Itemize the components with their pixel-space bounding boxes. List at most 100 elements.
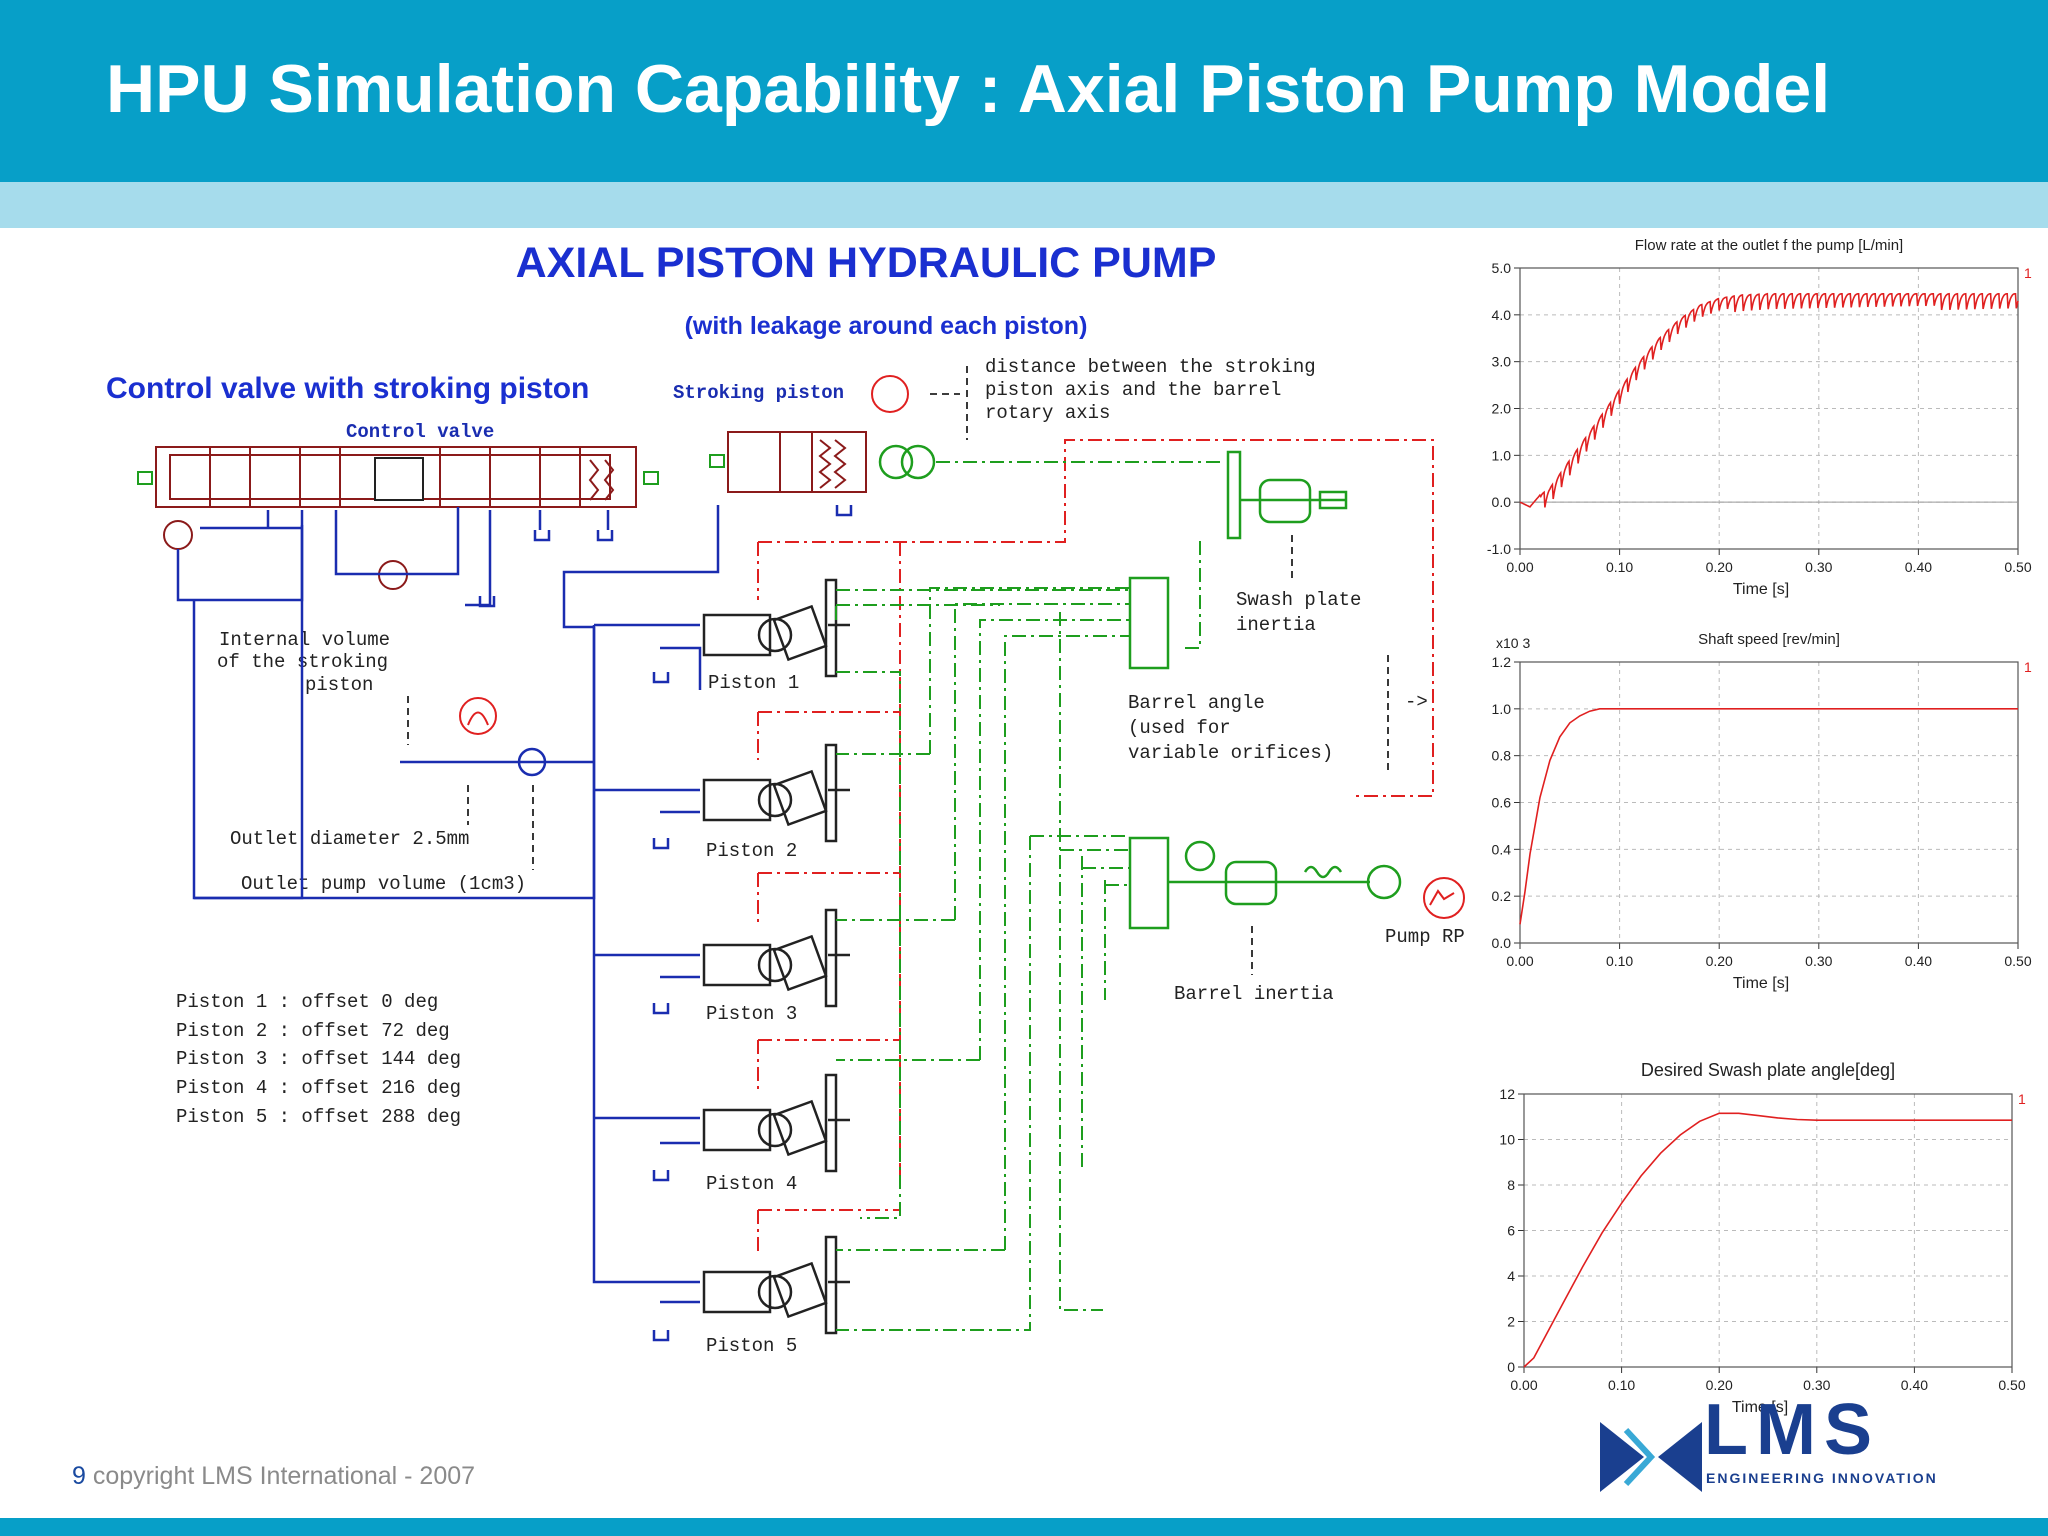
result-charts: Flow rate at the outlet f the pump [L/mi… xyxy=(1487,237,2032,1416)
lms-logo: LMS ENGINEERING INNOVATION xyxy=(1596,1394,1976,1496)
barrel-angle-line1: Barrel angle xyxy=(1128,692,1265,714)
chart-2-legend-marker: 1 xyxy=(2024,659,2032,675)
chart-1-ytick-label: 4.0 xyxy=(1492,307,1512,323)
chart-2-xtick-label: 0.30 xyxy=(1805,953,1832,969)
pump-rpm-source-icon xyxy=(1423,877,1465,919)
piston-label-1: Piston 1 xyxy=(708,672,799,694)
piston-3-symbol xyxy=(702,908,850,1008)
angle-lines xyxy=(835,461,1220,1331)
piston-5-symbol xyxy=(702,1235,850,1335)
title-bar: HPU Simulation Capability : Axial Piston… xyxy=(0,0,2048,182)
chart-2-series-1 xyxy=(1519,707,2018,925)
chart-2-ytick-label: 0.6 xyxy=(1492,795,1512,811)
chart-1-xtick-label: 0.20 xyxy=(1706,559,1733,575)
offset-row-1: Piston 1 : offset 0 deg xyxy=(176,991,438,1013)
outlet-volume-note: Outlet pump volume (1cm3) xyxy=(241,873,526,895)
chart-1-ytick-label: -1.0 xyxy=(1487,541,1511,557)
chart-3-ytick-label: 10 xyxy=(1499,1132,1515,1148)
chart-3-ytick-label: 8 xyxy=(1507,1177,1515,1193)
piston-label-4: Piston 4 xyxy=(706,1173,797,1195)
barrel-angle-line3: variable orifices) xyxy=(1128,742,1333,764)
chart-3-series-1 xyxy=(1523,1112,2012,1368)
offset-row-2: Piston 2 : offset 72 deg xyxy=(176,1020,450,1042)
barrel-inertia-label: Barrel inertia xyxy=(1174,983,1334,1005)
chart-2-frame xyxy=(1519,661,2019,944)
piston-4-symbol xyxy=(702,1073,850,1173)
piston-2-symbol xyxy=(702,743,850,843)
chart-3-xtick-label: 0.20 xyxy=(1706,1377,1733,1393)
distance-note-line3: rotary axis xyxy=(985,402,1110,424)
barrel-angle-arrow: -> xyxy=(1405,691,1428,713)
control-section-title: Control valve with stroking piston xyxy=(106,372,589,405)
chart-1-xtick-label: 0.40 xyxy=(1905,559,1932,575)
chart-1-frame xyxy=(1519,267,2019,550)
chart-3-xtick-label: 0.10 xyxy=(1608,1377,1635,1393)
hydraulic-lines xyxy=(176,505,720,1304)
chart-1-ytick-label: 2.0 xyxy=(1492,401,1512,417)
distance-note-line1: distance between the stroking xyxy=(985,356,1316,378)
chart-2-ytick-label: 1.0 xyxy=(1492,701,1512,717)
chart-2-ytick-label: 0.2 xyxy=(1492,888,1512,904)
stroking-piston-symbol xyxy=(727,431,867,493)
barrel-block xyxy=(1128,836,1402,930)
chart-2-xlabel: Time [s] xyxy=(1733,975,1789,992)
chart-2-ytick-label: 0.0 xyxy=(1492,935,1512,951)
valve-right-port xyxy=(643,471,659,485)
chart-1-series-1 xyxy=(1519,292,2019,508)
piston-1-symbol xyxy=(702,578,850,678)
control-valve-label: Control valve xyxy=(346,421,494,443)
chart-3-ytick-label: 6 xyxy=(1507,1223,1515,1239)
chart-2-y-multiplier: x10 3 xyxy=(1496,635,1530,651)
footer-copyright: 9 copyright LMS International - 2007 xyxy=(72,1462,475,1491)
offset-row-3: Piston 3 : offset 144 deg xyxy=(176,1048,461,1070)
chart-1-legend-marker: 1 xyxy=(2024,265,2032,281)
diagram-title: AXIAL PISTON HYDRAULIC PUMP xyxy=(516,239,1217,287)
chart-2-ytick-label: 0.8 xyxy=(1492,748,1512,764)
lms-logo-mark xyxy=(1600,1422,1702,1492)
chart-3-xlabel: Time [s] xyxy=(1732,1399,1788,1416)
tank-icons xyxy=(478,505,853,1342)
chart-3-frame xyxy=(1523,1093,2013,1368)
stroking-port xyxy=(709,454,725,468)
chart-3-xtick-label: 0.40 xyxy=(1901,1377,1928,1393)
footer-bar xyxy=(0,1518,2048,1536)
annotation-leaders xyxy=(407,366,1389,975)
chart-1-xtick-label: 0.30 xyxy=(1805,559,1832,575)
chart-3-xtick-label: 0.00 xyxy=(1510,1377,1537,1393)
chart-3-ytick-label: 4 xyxy=(1507,1268,1515,1284)
chart-1-xtick-label: 0.00 xyxy=(1506,559,1533,575)
chart-2-ytick-label: 0.4 xyxy=(1492,841,1512,857)
internal-volume-line1: Internal volume xyxy=(219,629,390,651)
pump-rpm-label: Pump RPM xyxy=(1385,926,1465,948)
distance-note-line2: piston axis and the barrel xyxy=(985,379,1281,401)
chart-1-xlabel: Time [s] xyxy=(1733,581,1789,598)
chart-2-xtick-label: 0.10 xyxy=(1606,953,1633,969)
chart-2-xtick-label: 0.00 xyxy=(1506,953,1533,969)
header-subband xyxy=(0,182,2048,228)
offset-row-4: Piston 4 : offset 216 deg xyxy=(176,1077,461,1099)
piston-label-3: Piston 3 xyxy=(706,1003,797,1025)
chart-1-ytick-label: 5.0 xyxy=(1492,260,1512,276)
piston-label-5: Piston 5 xyxy=(706,1335,797,1357)
offset-row-5: Piston 5 : offset 288 deg xyxy=(176,1106,461,1128)
slide-title: HPU Simulation Capability : Axial Piston… xyxy=(106,51,1831,127)
chart-2-xtick-label: 0.20 xyxy=(1706,953,1733,969)
stroking-piston-label: Stroking piston xyxy=(673,382,844,404)
chart-3-title: Desired Swash plate angle[deg] xyxy=(1641,1060,1895,1080)
swash-plate-note-line1: Swash plate xyxy=(1236,589,1361,611)
valve-left-port xyxy=(137,471,153,485)
chart-3-ytick-label: 0 xyxy=(1507,1359,1515,1375)
chart-1-ytick-label: 1.0 xyxy=(1492,447,1512,463)
chart-1-xtick-label: 0.10 xyxy=(1606,559,1633,575)
chart-2-title: Shaft speed [rev/min] xyxy=(1698,631,1840,648)
internal-volume-line3: piston xyxy=(305,674,373,696)
chart-3-legend-marker: 1 xyxy=(2018,1091,2026,1107)
chart-3-ytick-label: 2 xyxy=(1507,1314,1515,1330)
lms-tagline: ENGINEERING INNOVATION xyxy=(1706,1470,1938,1486)
orifice-icon xyxy=(459,697,497,735)
chart-1-ytick-label: 3.0 xyxy=(1492,354,1512,370)
chamber-icons xyxy=(163,520,408,590)
swash-plate-block xyxy=(1128,450,1348,670)
chart-3-ytick-label: 12 xyxy=(1499,1086,1515,1102)
page-number: 9 xyxy=(72,1462,86,1490)
